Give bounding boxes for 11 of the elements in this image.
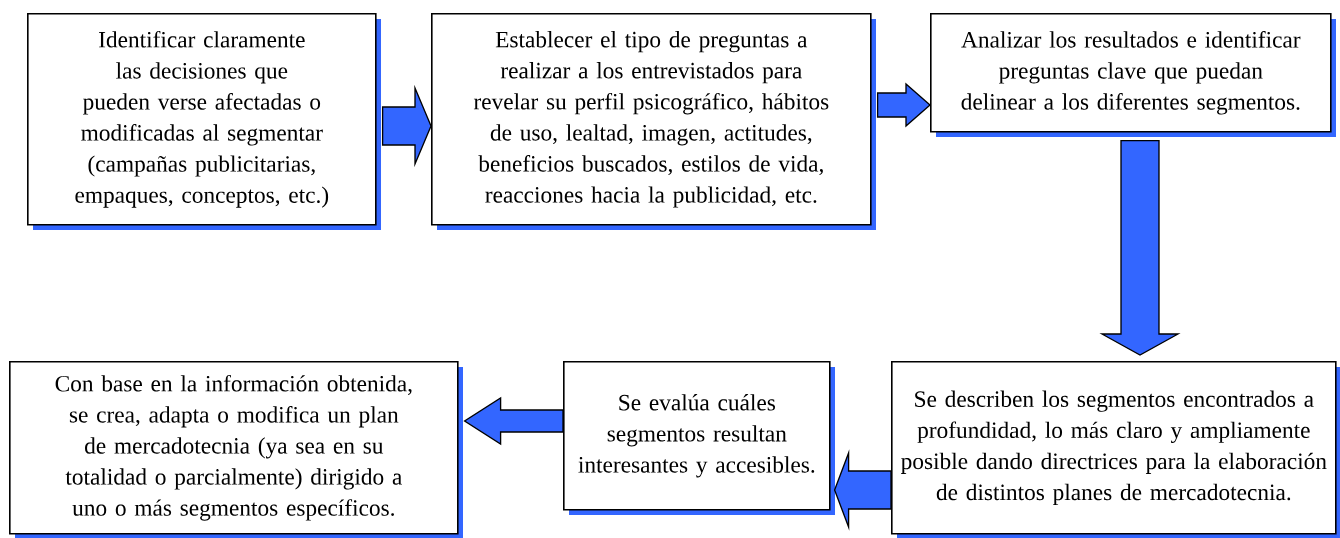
block-arrow — [876, 82, 931, 128]
process-box: Establecer el tipo de preguntas a realizar a los entrevistados para revelar su perfil psicográfico, hábitos de uso, lealtad, imagen, actitudes, beneficios buscados, estilos de vida, reacciones hacia la publicidad, etc. — [431, 13, 876, 230]
process-box: Se evalúa cuáles segmentos resultan interesantes y accesibles. — [563, 361, 835, 515]
process-box: Analizar los resultados e identificar preguntas clave que puedan delinear a los diferentes segmentos. — [930, 13, 1336, 137]
process-box: Con base en la información obtenida, se crea, adapta o modifica un plan de mercadotecnia (ya sea en su totalidad o parcialmente) dirigido a uno o más segmentos específicos. — [9, 361, 463, 538]
block-arrow — [381, 84, 432, 168]
block-arrow — [463, 396, 564, 446]
block-arrow — [1099, 139, 1181, 356]
block-arrow — [833, 449, 892, 531]
process-box: Se describen los segmentos encontrados a profundidad, lo más claro y ampliamente posible dando directrices para la elaboración de distintos planes de mercadotecnia. — [891, 361, 1340, 538]
process-box: Identificar claramente las decisiones que pueden verse afectadas o modificadas al segmentar (campañas publicitarias, empaques, conceptos, etc.) — [27, 13, 381, 230]
